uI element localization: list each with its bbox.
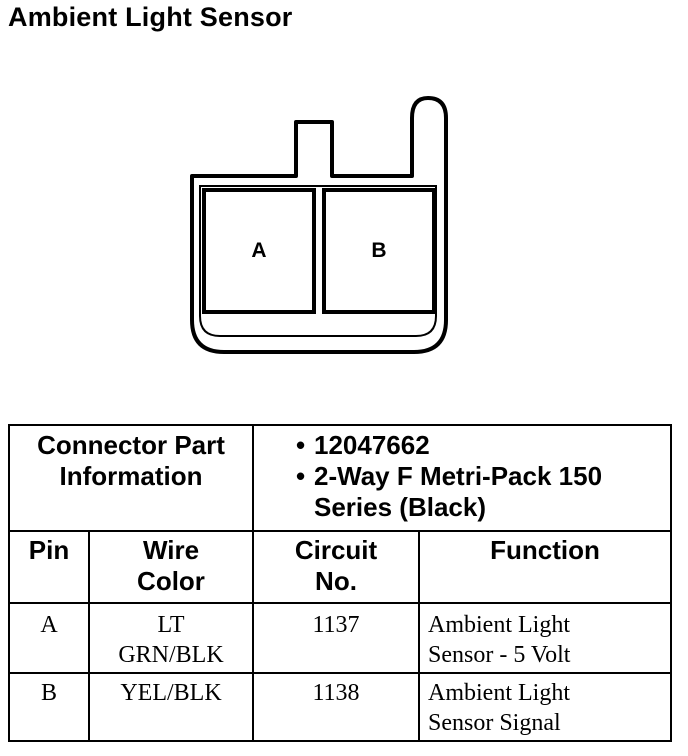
pin-label-b: B — [371, 239, 386, 262]
connector-diagram: A B — [190, 96, 448, 354]
part-info-label-line1: Connector Part — [37, 430, 225, 460]
row-a-pin: A — [8, 602, 90, 674]
header-function: Function — [417, 530, 673, 604]
connector-housing — [190, 96, 448, 354]
header-circuit-no: Circuit No. — [252, 530, 420, 604]
part-bullet-2: • 2-Way F Metri-Pack 150 Series (Black) — [296, 461, 603, 522]
bullet-dot-icon: • — [296, 461, 306, 491]
row-a-function: Ambient Light Sensor - 5 Volt — [417, 602, 673, 674]
row-b-function: Ambient Light Sensor Signal — [417, 672, 673, 742]
row-a-circuit: 1137 — [252, 602, 420, 674]
row-a-wire-color: LT GRN/BLK — [88, 602, 254, 674]
bullet-dot-icon: • — [296, 430, 306, 460]
part-info-value-cell: • 12047662 • 2-Way F Metri-Pack 150 Seri… — [251, 424, 673, 532]
part-bullet-1: • 12047662 — [296, 430, 430, 460]
part-info-label-cell: Connector Part Information — [8, 424, 254, 532]
part-info-row: Connector Part Information • 12047662 • … — [8, 424, 673, 532]
connector-info-table: Connector Part Information • 12047662 • … — [8, 424, 673, 742]
table-row: A LT GRN/BLK 1137 Ambient Light Sensor -… — [8, 602, 673, 674]
page-title: Ambient Light Sensor — [8, 2, 293, 32]
part-info-label-line2: Information — [59, 461, 203, 491]
row-b-circuit: 1138 — [252, 672, 420, 742]
pin-label-a: A — [251, 239, 266, 262]
column-header-row: Pin Wire Color Circuit No. Function — [8, 530, 673, 604]
row-b-wire-color: YEL/BLK — [88, 672, 254, 742]
connector-inner-rim — [199, 185, 437, 337]
table-row: B YEL/BLK 1138 Ambient Light Sensor Sign… — [8, 672, 673, 742]
row-b-pin: B — [8, 672, 90, 742]
pin-cavity-a — [202, 188, 316, 314]
pin-cavity-b — [322, 188, 436, 314]
header-wire-color: Wire Color — [88, 530, 254, 604]
header-pin: Pin — [8, 530, 90, 604]
